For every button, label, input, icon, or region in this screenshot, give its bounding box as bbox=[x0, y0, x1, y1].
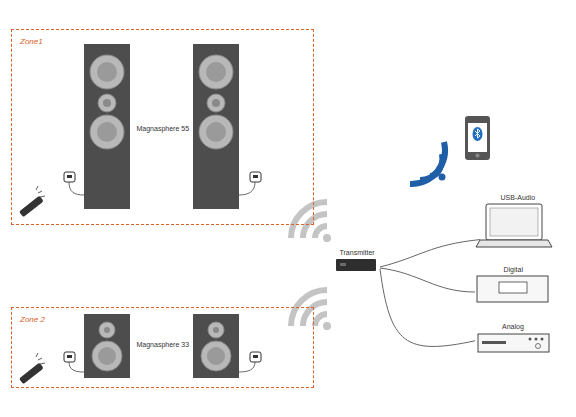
laptop bbox=[476, 204, 552, 247]
bookshelf-speaker bbox=[193, 314, 239, 378]
device-label: USB-Audio bbox=[501, 194, 536, 202]
device-label: Analog bbox=[502, 323, 524, 331]
audio-cable bbox=[380, 240, 480, 267]
transmitter-unit bbox=[336, 259, 376, 271]
bookshelf-speaker bbox=[84, 314, 130, 378]
remote-control bbox=[19, 186, 45, 384]
zone-title: Zone 2 bbox=[20, 315, 45, 324]
tower-speaker bbox=[84, 44, 130, 209]
receiver-led bbox=[67, 175, 258, 358]
bluetooth-dot bbox=[439, 174, 446, 181]
device-label: Transmitter bbox=[340, 249, 375, 257]
zone-box: Zone1Magnasphere 55 bbox=[11, 29, 314, 225]
audio-cable bbox=[380, 268, 475, 292]
source-device: Digital bbox=[475, 264, 551, 304]
smartphone bbox=[465, 116, 490, 160]
speaker-model: Magnasphere 33 bbox=[137, 341, 190, 349]
tower-speaker bbox=[193, 44, 239, 209]
receiver-module bbox=[64, 172, 261, 362]
zone-box: Zone 2 Magnasphere 33 bbox=[11, 307, 314, 388]
analog-source bbox=[478, 334, 549, 352]
device-label: Digital bbox=[504, 266, 523, 274]
transmitter-box: Transmitter bbox=[334, 247, 380, 273]
speaker-cable bbox=[69, 182, 255, 372]
digital-source bbox=[477, 276, 548, 302]
bluetooth-signal bbox=[410, 142, 445, 184]
source-device: Analog bbox=[475, 321, 551, 354]
source-device: USB-Audio bbox=[480, 192, 548, 248]
speaker-model: Magnasphere 55 bbox=[137, 125, 190, 133]
zone-title: Zone1 bbox=[20, 37, 43, 46]
audio-cable bbox=[380, 269, 475, 346]
wireless-dot bbox=[323, 234, 331, 330]
